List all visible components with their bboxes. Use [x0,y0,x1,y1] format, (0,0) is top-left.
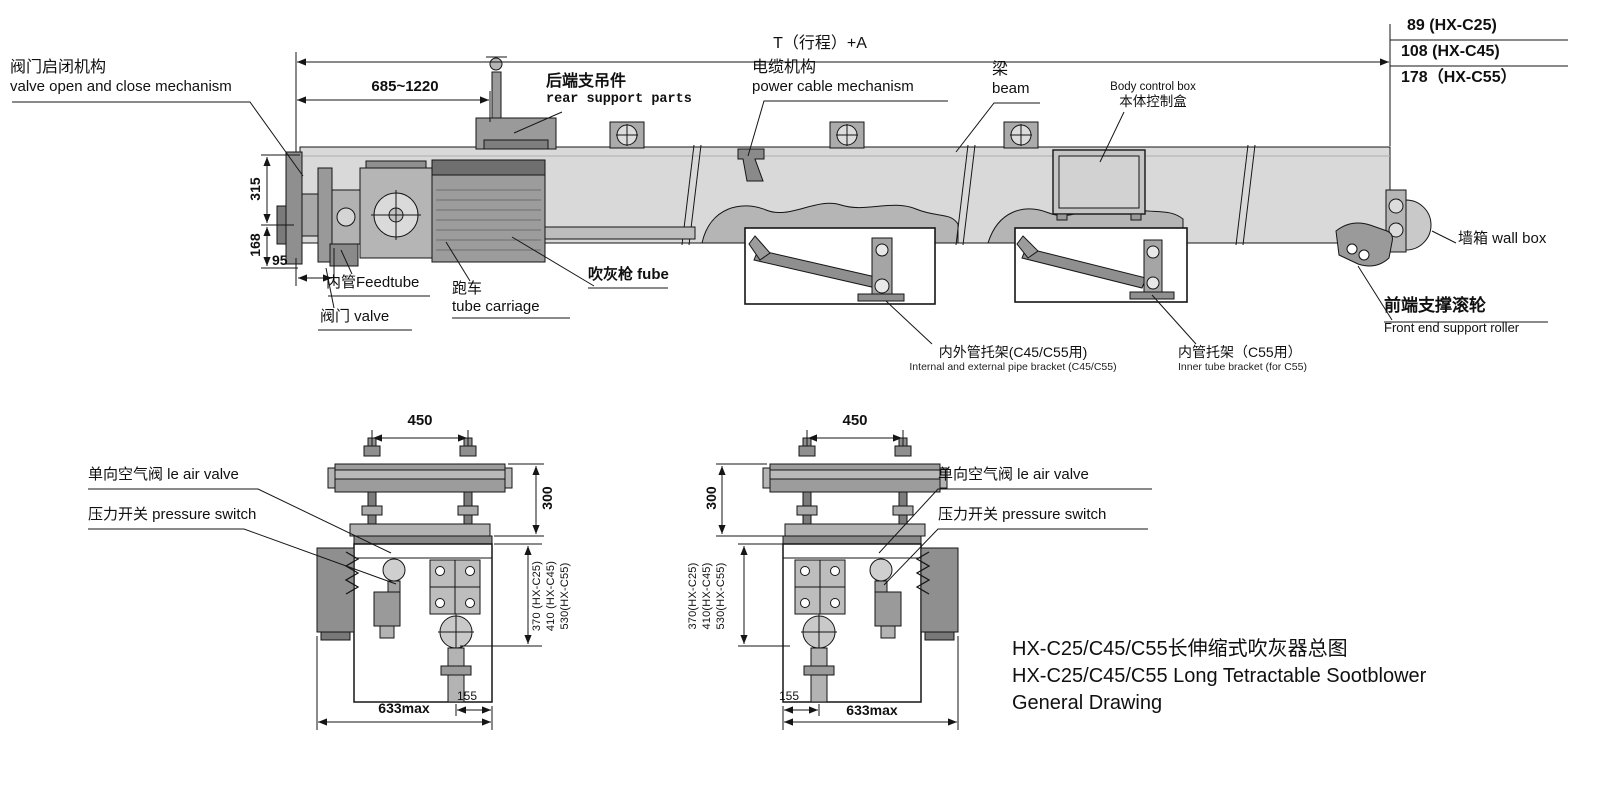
section-body-left [316,437,513,703]
bracket-inset-2 [1014,227,1188,303]
label-tube-carriage: 跑车 tube carriage [452,280,540,317]
label-bracket-2-cn: 内管托架（C55用） [1178,344,1302,360]
label-pressure-switch-right: 压力开关 pressure switch [938,506,1107,523]
dim-168: 168 [247,233,263,257]
dim-travel-label: T（行程）+A [773,35,867,52]
dim-height-c55-left: 530(HX-C55) [559,562,571,630]
label-rear-support-en: rear support parts [546,91,692,107]
label-soot-gun: 吹灰枪 fube [588,266,669,283]
dim-300-right: 300 [703,486,719,510]
label-front-roller: 前端支撑滚轮 Front end support roller [1384,296,1519,336]
dim-633-right: 633max [846,702,898,718]
label-bracket-2: 内管托架（C55用） Inner tube bracket (for C55) [1178,344,1307,374]
dim-height-c25-left: 370 (HX-C25) [531,560,543,632]
dim-right-hx-c25: 89 (HX-C25) [1407,17,1497,34]
dimension-lines-top [261,24,1568,286]
label-bracket-1-cn: 内外管托架(C45/C55用) [938,344,1088,360]
label-front-roller-en: Front end support roller [1384,319,1520,335]
label-control-box-cn: 本体控制盒 [1119,94,1187,110]
lance-tube-part [544,226,696,240]
label-valve: 阀门 valve [320,308,390,325]
label-wall-box: 墙箱 wall box [1458,230,1547,247]
dim-height-c55-right: 530(HX-C55) [715,562,727,630]
front-roller-part [1335,222,1393,267]
label-beam: 梁 beam [992,60,1030,98]
dimension-lines-section-left [316,430,544,730]
drawing-title-line2: HX-C25/C45/C55 Long Tetractable Sootblow… [1012,664,1427,687]
dim-315: 315 [247,177,263,201]
label-power-cable-en: power cable mechanism [752,77,914,95]
dim-height-c25-right: 370(HX-C25) [687,562,699,630]
label-tube-carriage-cn: 跑车 [452,280,483,297]
leader-lines-top [12,100,1548,345]
dim-95: 95 [272,252,288,268]
dim-155-right: 155 [778,689,800,703]
dim-450-right: 450 [842,412,868,429]
label-front-roller-cn: 前端支撑滚轮 [1384,296,1486,315]
label-control-box-en: Body control box [1110,81,1196,93]
dim-450-left: 450 [407,412,433,429]
motor-part [359,160,433,259]
dim-300-left: 300 [539,486,555,510]
dim-right-hx-c55: 178（HX-C55） [1401,69,1517,86]
label-bracket-1-en: Internal and external pipe bracket (C45/… [909,361,1117,374]
dim-height-c45-left: 410 (HX-C45) [545,560,557,632]
dim-155-left: 155 [456,689,478,703]
power-cable-mechanism-part [737,148,765,182]
label-feedtube: 内管Feedtube [326,274,420,291]
dimension-lines-section-right [716,430,959,730]
dim-right-hx-c45: 108 (HX-C45) [1401,43,1500,60]
label-power-cable-cn: 电缆机构 [752,59,817,76]
label-pressure-switch-left: 压力开关 pressure switch [88,506,257,523]
label-control-box: Body control box 本体控制盒 [1086,80,1220,110]
label-beam-en: beam [992,79,1030,97]
section-body-right [762,437,959,703]
body-control-box-part [1052,149,1146,221]
leader-lines-section [88,488,1152,586]
wall-box-part [1385,189,1432,253]
label-power-cable: 电缆机构 power cable mechanism [752,58,914,96]
label-valve-mechanism: 阀门启闭机构 valve open and close mechanism [10,58,232,96]
drawing-title-line3: General Drawing [1012,691,1163,714]
dim-rear-range: 685~1220 [371,78,439,95]
label-beam-cn: 梁 [992,61,1009,78]
label-rear-support: 后端支吊件 rear support parts [546,72,692,108]
label-valve-mechanism-en: valve open and close mechanism [10,77,232,95]
label-bracket-2-en: Inner tube bracket (for C55) [1178,361,1307,374]
label-valve-mechanism-cn: 阀门启闭机构 [10,59,107,76]
dim-height-c45-right: 410(HX-C45) [701,562,713,630]
bracket-inset-1 [744,227,936,305]
label-bracket-1: 内外管托架(C45/C55用) Internal and external pi… [893,344,1133,374]
drawing-title-line1: HX-C25/C45/C55长伸缩式吹灰器总图 [1012,638,1348,660]
tube-carriage-part [431,159,546,263]
drawing-title: HX-C25/C45/C55长伸缩式吹灰器总图 HX-C25/C45/C55 L… [1012,636,1426,716]
dim-633-left: 633max [378,700,430,716]
rear-support-part [475,56,557,150]
label-tube-carriage-en: tube carriage [452,298,540,316]
label-air-valve-left: 单向空气阀 le air valve [88,466,239,483]
label-air-valve-right: 单向空气阀 le air valve [938,466,1089,483]
beam-hanger-brackets [609,121,1039,149]
label-rear-support-cn: 后端支吊件 [546,73,627,90]
